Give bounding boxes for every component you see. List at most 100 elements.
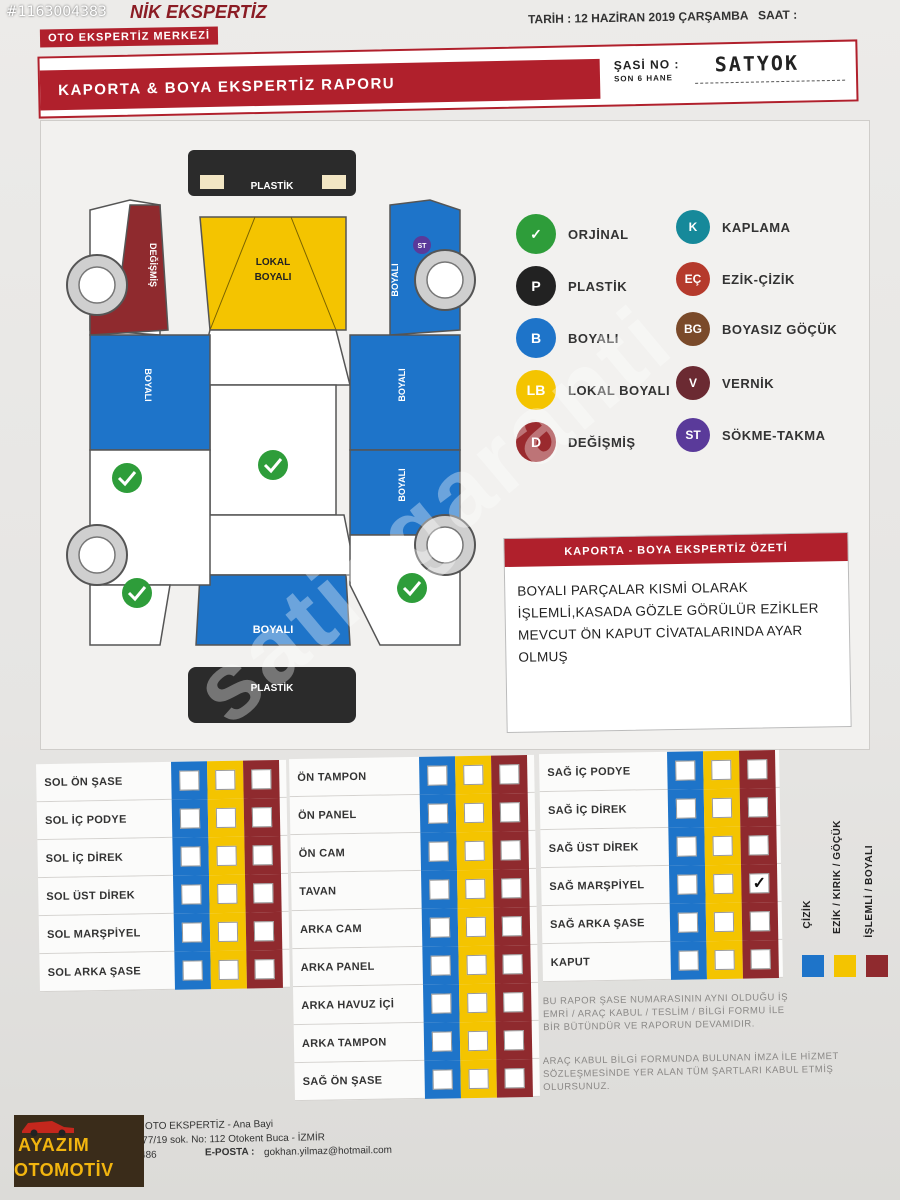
checkbox[interactable] — [713, 911, 735, 933]
checkbox[interactable] — [677, 874, 698, 895]
legend-code: V — [676, 366, 710, 400]
checkbox[interactable] — [215, 807, 237, 829]
checkbox[interactable] — [747, 797, 769, 818]
checkbox[interactable] — [179, 770, 200, 791]
checkbox[interactable] — [503, 1030, 525, 1051]
checkbox[interactable] — [180, 846, 201, 867]
checkbox[interactable] — [711, 797, 733, 819]
checkbox[interactable] — [676, 836, 697, 857]
checkbox[interactable] — [253, 883, 274, 904]
table-row: SOL İÇ DİREK — [37, 835, 288, 879]
footer-line1: OTO EKSPERTİZ - Ana Bayi — [144, 1118, 274, 1133]
checkbox[interactable] — [503, 992, 524, 1013]
check-cell — [245, 911, 283, 951]
checkbox[interactable] — [501, 878, 522, 899]
checkbox[interactable] — [432, 1069, 453, 1090]
checkbox[interactable] — [750, 949, 771, 970]
checkbox[interactable] — [216, 845, 237, 867]
checkbox[interactable] — [428, 841, 449, 862]
check-cell — [703, 750, 740, 790]
legend-label: BOYASIZ GÖÇÜK — [722, 321, 838, 337]
check-cell — [210, 950, 247, 990]
checkbox[interactable] — [712, 835, 733, 857]
checkbox[interactable] — [677, 912, 699, 933]
checkbox[interactable] — [252, 845, 273, 866]
check-cell — [456, 869, 494, 909]
table-row: SOL ARKA ŞASE — [39, 949, 290, 993]
table-row: ARKA CAM — [291, 906, 538, 950]
legend-code: D — [516, 422, 556, 462]
dealer-logo-line1: AYAZIM — [18, 1135, 90, 1155]
table-row: SAĞ MARŞPİYEL✓ — [541, 863, 782, 907]
checkbox[interactable] — [713, 873, 734, 895]
check-cell — [172, 875, 210, 914]
checkbox[interactable] — [463, 802, 485, 824]
row-label: SOL İÇ DİREK — [45, 851, 124, 865]
check-cell — [495, 1020, 533, 1060]
checkbox[interactable] — [678, 950, 699, 971]
checkbox[interactable] — [500, 840, 521, 861]
checkbox[interactable] — [179, 808, 201, 829]
checkbox[interactable] — [504, 1068, 525, 1089]
checkbox[interactable] — [251, 807, 273, 828]
date-label: TARİH : — [527, 11, 572, 27]
checkbox[interactable] — [429, 879, 450, 900]
row-label: ARKA HAVUZ İÇİ — [301, 997, 395, 1012]
row-label: ÖN PANEL — [297, 808, 357, 822]
check-cell — [741, 901, 779, 941]
checkbox[interactable] — [501, 916, 523, 937]
checkbox[interactable] — [429, 917, 451, 938]
checkbox[interactable] — [427, 765, 448, 786]
checkbox[interactable] — [218, 959, 239, 981]
checkbox[interactable] — [217, 921, 239, 943]
table-row: KAPUT — [542, 939, 783, 983]
check-cell — [244, 873, 282, 913]
chassis-underline — [695, 79, 846, 84]
checkbox[interactable] — [217, 883, 238, 905]
check-cell — [491, 755, 528, 794]
checkbox[interactable] — [254, 959, 275, 980]
checkbox[interactable] — [253, 921, 275, 942]
checkbox[interactable] — [431, 1031, 453, 1052]
checkbox[interactable] — [182, 960, 203, 981]
legend-degismis: D DEĞİŞMİŞ — [516, 422, 636, 462]
checkbox[interactable] — [499, 802, 521, 823]
checkbox[interactable] — [215, 769, 236, 791]
check-icon: ✓ — [516, 214, 556, 254]
checkbox[interactable]: ✓ — [749, 873, 770, 894]
checkbox[interactable] — [181, 884, 202, 905]
checkbox[interactable] — [747, 759, 768, 780]
checkbox[interactable] — [675, 798, 697, 819]
checkbox[interactable] — [468, 1068, 489, 1090]
checkbox[interactable] — [502, 954, 523, 975]
check-cell — [419, 794, 457, 833]
checkbox[interactable] — [711, 759, 732, 781]
table-row: ÖN CAM — [290, 830, 536, 874]
check-cell — [244, 835, 281, 875]
checkbox[interactable] — [467, 992, 488, 1014]
row-label: KAPUT — [550, 955, 591, 969]
checkbox[interactable] — [499, 764, 520, 785]
checkbox[interactable] — [748, 835, 769, 856]
checkbox[interactable] — [465, 878, 486, 900]
checkbox[interactable] — [427, 803, 449, 824]
dealer-logo-line2: OTOMOTİV — [14, 1160, 114, 1180]
checkbox[interactable] — [430, 955, 451, 976]
checkbox[interactable] — [749, 911, 771, 932]
checkbox[interactable] — [467, 1030, 489, 1052]
checkbox[interactable] — [466, 954, 487, 976]
checkbox[interactable] — [463, 764, 484, 786]
checkbox[interactable] — [675, 760, 696, 781]
check-cell — [457, 907, 495, 947]
checkbox[interactable] — [465, 916, 487, 938]
time-label: SAAT : — [757, 7, 798, 23]
checkbox[interactable] — [251, 769, 272, 790]
checkbox[interactable] — [464, 840, 485, 862]
checkbox[interactable] — [431, 993, 452, 1014]
legend-label: VERNİK — [722, 375, 775, 391]
legend-code: K — [676, 210, 710, 244]
checkbox[interactable] — [181, 922, 203, 943]
checkbox[interactable] — [714, 949, 735, 971]
right-front-door-label: BOYALI — [397, 368, 407, 401]
